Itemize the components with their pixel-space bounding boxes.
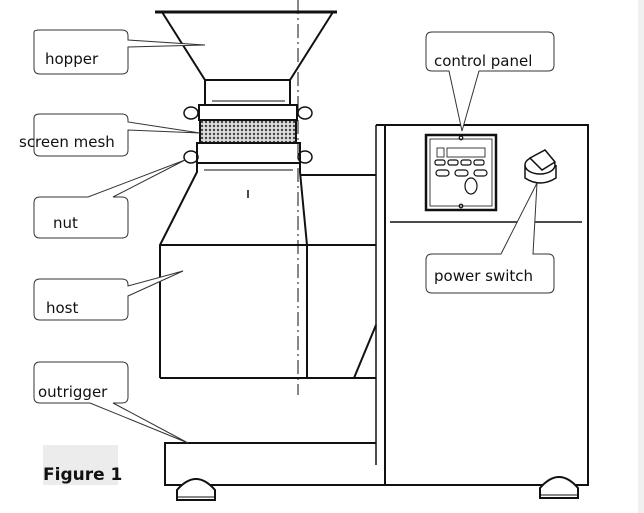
callout-nut: nut — [33, 159, 186, 239]
nut-part — [183, 106, 313, 164]
label-nut: nut — [53, 214, 78, 232]
label-hopper: hopper — [45, 50, 99, 68]
control-panel-device — [424, 133, 498, 212]
label-screen-mesh: screen mesh — [19, 133, 115, 151]
upper-clamp-ring — [198, 104, 298, 121]
label-control-panel: control panel — [434, 52, 532, 70]
hopper-part — [155, 10, 337, 106]
callout-screen-mesh: screen mesh — [19, 113, 201, 157]
scrollbar[interactable] — [638, 0, 644, 513]
caption-background — [43, 445, 118, 485]
callout-host: host — [33, 270, 184, 321]
host-body — [159, 163, 377, 379]
callout-control-panel: control panel — [425, 31, 555, 132]
control-cabinet — [164, 124, 589, 486]
callout-outrigger: outrigger — [33, 361, 189, 444]
foot — [176, 476, 579, 501]
screen-mesh-part — [199, 119, 297, 144]
figure-caption: Figure 1 — [43, 465, 122, 485]
callout-hopper: hopper — [33, 29, 206, 75]
label-host: host — [46, 299, 78, 317]
callout-power-switch: power switch — [425, 182, 555, 294]
lower-clamp-ring — [196, 142, 301, 164]
power-switch-knob — [524, 149, 557, 184]
label-power-switch: power switch — [434, 267, 533, 285]
label-outrigger: outrigger — [38, 383, 108, 401]
